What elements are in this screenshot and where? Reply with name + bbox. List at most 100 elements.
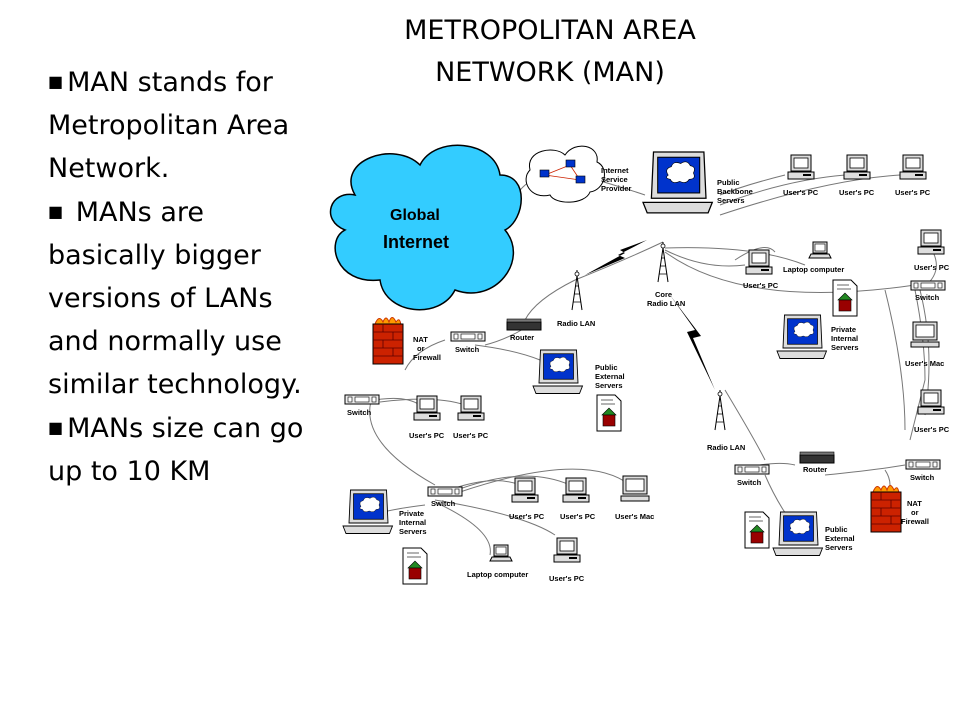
title-line-2: NETWORK (MAN) xyxy=(435,57,665,88)
private-internal-label: Servers xyxy=(399,527,427,536)
radio-lan-tower-left xyxy=(571,269,583,311)
public-external-label: Public xyxy=(595,363,618,372)
bullet-text: MAN stands for Metropolitan Area Network… xyxy=(48,67,290,184)
core-radio-label: Radio LAN xyxy=(647,299,685,308)
public-external-label: External xyxy=(825,534,855,543)
users-mac-label: User's Mac xyxy=(905,359,944,368)
users-pc-icon xyxy=(899,154,927,180)
bullet-text: MANs size can go up to 10 KM xyxy=(48,413,304,487)
switch-icon xyxy=(450,331,486,342)
public-external-label: External xyxy=(595,372,625,381)
switch-icon xyxy=(734,464,770,475)
public-external-server-left xyxy=(532,349,583,394)
bullet-text: MANs are basically bigger versions of LA… xyxy=(48,197,302,400)
switch-icon xyxy=(910,280,946,291)
users-pc-label: User's PC xyxy=(409,431,445,440)
public-external-label: Public xyxy=(825,525,848,534)
nat-label: or xyxy=(417,344,425,353)
users-pc-icon xyxy=(457,395,485,421)
switch-label: Switch xyxy=(431,499,456,508)
public-external-server-right xyxy=(772,511,823,556)
router-icon-left xyxy=(506,318,542,331)
public-external-label: Servers xyxy=(825,543,853,552)
switch-icon xyxy=(427,486,463,497)
radio-lan-tower-right xyxy=(714,389,726,431)
slide-title: METROPOLITAN AREA NETWORK (MAN) xyxy=(340,10,760,94)
switch-label: Switch xyxy=(347,408,372,417)
core-radio-label: Core xyxy=(655,290,672,299)
backbone-server xyxy=(642,151,713,214)
switch-icon xyxy=(905,459,941,470)
public-external-label: Servers xyxy=(595,381,623,390)
backbone-label: Public xyxy=(717,178,740,187)
users-pc-label: User's PC xyxy=(509,512,545,521)
router-label: Router xyxy=(803,465,827,474)
users-pc-icon xyxy=(562,477,590,503)
private-internal-server xyxy=(776,314,827,359)
backbone-label: Backbone xyxy=(717,187,753,196)
users-pc-label: User's PC xyxy=(914,263,950,272)
laptop-label: Laptop computer xyxy=(783,265,844,274)
nat-label: Firewall xyxy=(413,353,441,362)
router-icon-right xyxy=(799,451,835,464)
laptop-icon xyxy=(808,241,832,259)
users-pc-label: User's PC xyxy=(743,281,779,290)
users-pc-icon xyxy=(511,477,539,503)
router-label: Router xyxy=(510,333,534,342)
nat-label: NAT xyxy=(907,499,922,508)
laptop-label: Laptop computer xyxy=(467,570,528,579)
private-internal-label: Servers xyxy=(831,343,859,352)
private-internal-server-bottom xyxy=(342,489,393,534)
cloud-label-line2: Internet xyxy=(383,232,449,252)
private-internal-doc-bottom xyxy=(402,547,428,585)
switch-label: Switch xyxy=(737,478,762,487)
public-external-doc-left xyxy=(596,394,622,432)
title-line-1: METROPOLITAN AREA xyxy=(404,15,696,46)
users-pc-label: User's PC xyxy=(549,574,585,583)
users-pc-icon xyxy=(413,395,441,421)
nat-label: NAT xyxy=(413,335,428,344)
isp-label: Internet xyxy=(601,166,629,175)
cloud-label-line1: Global xyxy=(390,207,440,224)
users-pc-label: User's PC xyxy=(453,431,489,440)
nat-label: Firewall xyxy=(901,517,929,526)
users-mac-icon xyxy=(910,321,940,348)
firewall-icon-left xyxy=(372,317,404,365)
radio-lan-label: Radio LAN xyxy=(707,443,745,452)
users-mac-icon xyxy=(620,475,650,502)
isp-label: Service xyxy=(601,175,628,184)
isp-cloud: Internet Service Provider xyxy=(525,145,632,203)
wireless-link-bolt xyxy=(585,240,647,275)
users-pc-icon xyxy=(917,389,945,415)
switch-label: Switch xyxy=(915,293,940,302)
private-internal-doc xyxy=(832,279,858,317)
bullet-item: ■MAN stands for Metropolitan Area Networ… xyxy=(48,60,318,190)
backbone-label: Servers xyxy=(717,196,745,205)
switch-icon xyxy=(344,394,380,405)
connection-lines xyxy=(369,174,937,556)
users-pc-label: User's PC xyxy=(560,512,596,521)
isp-label: Provider xyxy=(601,184,632,193)
bullet-square-icon: ■ xyxy=(48,72,64,91)
users-pc-icon xyxy=(787,154,815,180)
firewall-icon-right xyxy=(870,485,902,533)
switch-label: Switch xyxy=(910,473,935,482)
users-pc-label: User's PC xyxy=(839,188,875,197)
users-pc-icon xyxy=(745,249,773,275)
global-internet-cloud: Global Internet xyxy=(329,144,522,311)
wireless-link-bolt xyxy=(670,295,715,390)
bullet-square-icon: ■ xyxy=(48,418,64,437)
private-internal-label: Private xyxy=(831,325,856,334)
switch-label: Switch xyxy=(455,345,480,354)
users-pc-label: User's PC xyxy=(914,425,950,434)
man-network-diagram: Global Internet Internet Service Provide… xyxy=(329,144,950,585)
bullet-list: ■MAN stands for Metropolitan Area Networ… xyxy=(48,60,318,493)
users-pc-label: User's PC xyxy=(895,188,931,197)
nat-label: or xyxy=(911,508,919,517)
radio-lan-label: Radio LAN xyxy=(557,319,595,328)
users-pc-icon xyxy=(917,229,945,255)
private-internal-label: Internal xyxy=(399,518,426,527)
bullet-square-icon: ■ xyxy=(48,202,64,221)
users-pc-icon xyxy=(843,154,871,180)
bullet-item: ■MANs size can go up to 10 KM xyxy=(48,406,318,493)
